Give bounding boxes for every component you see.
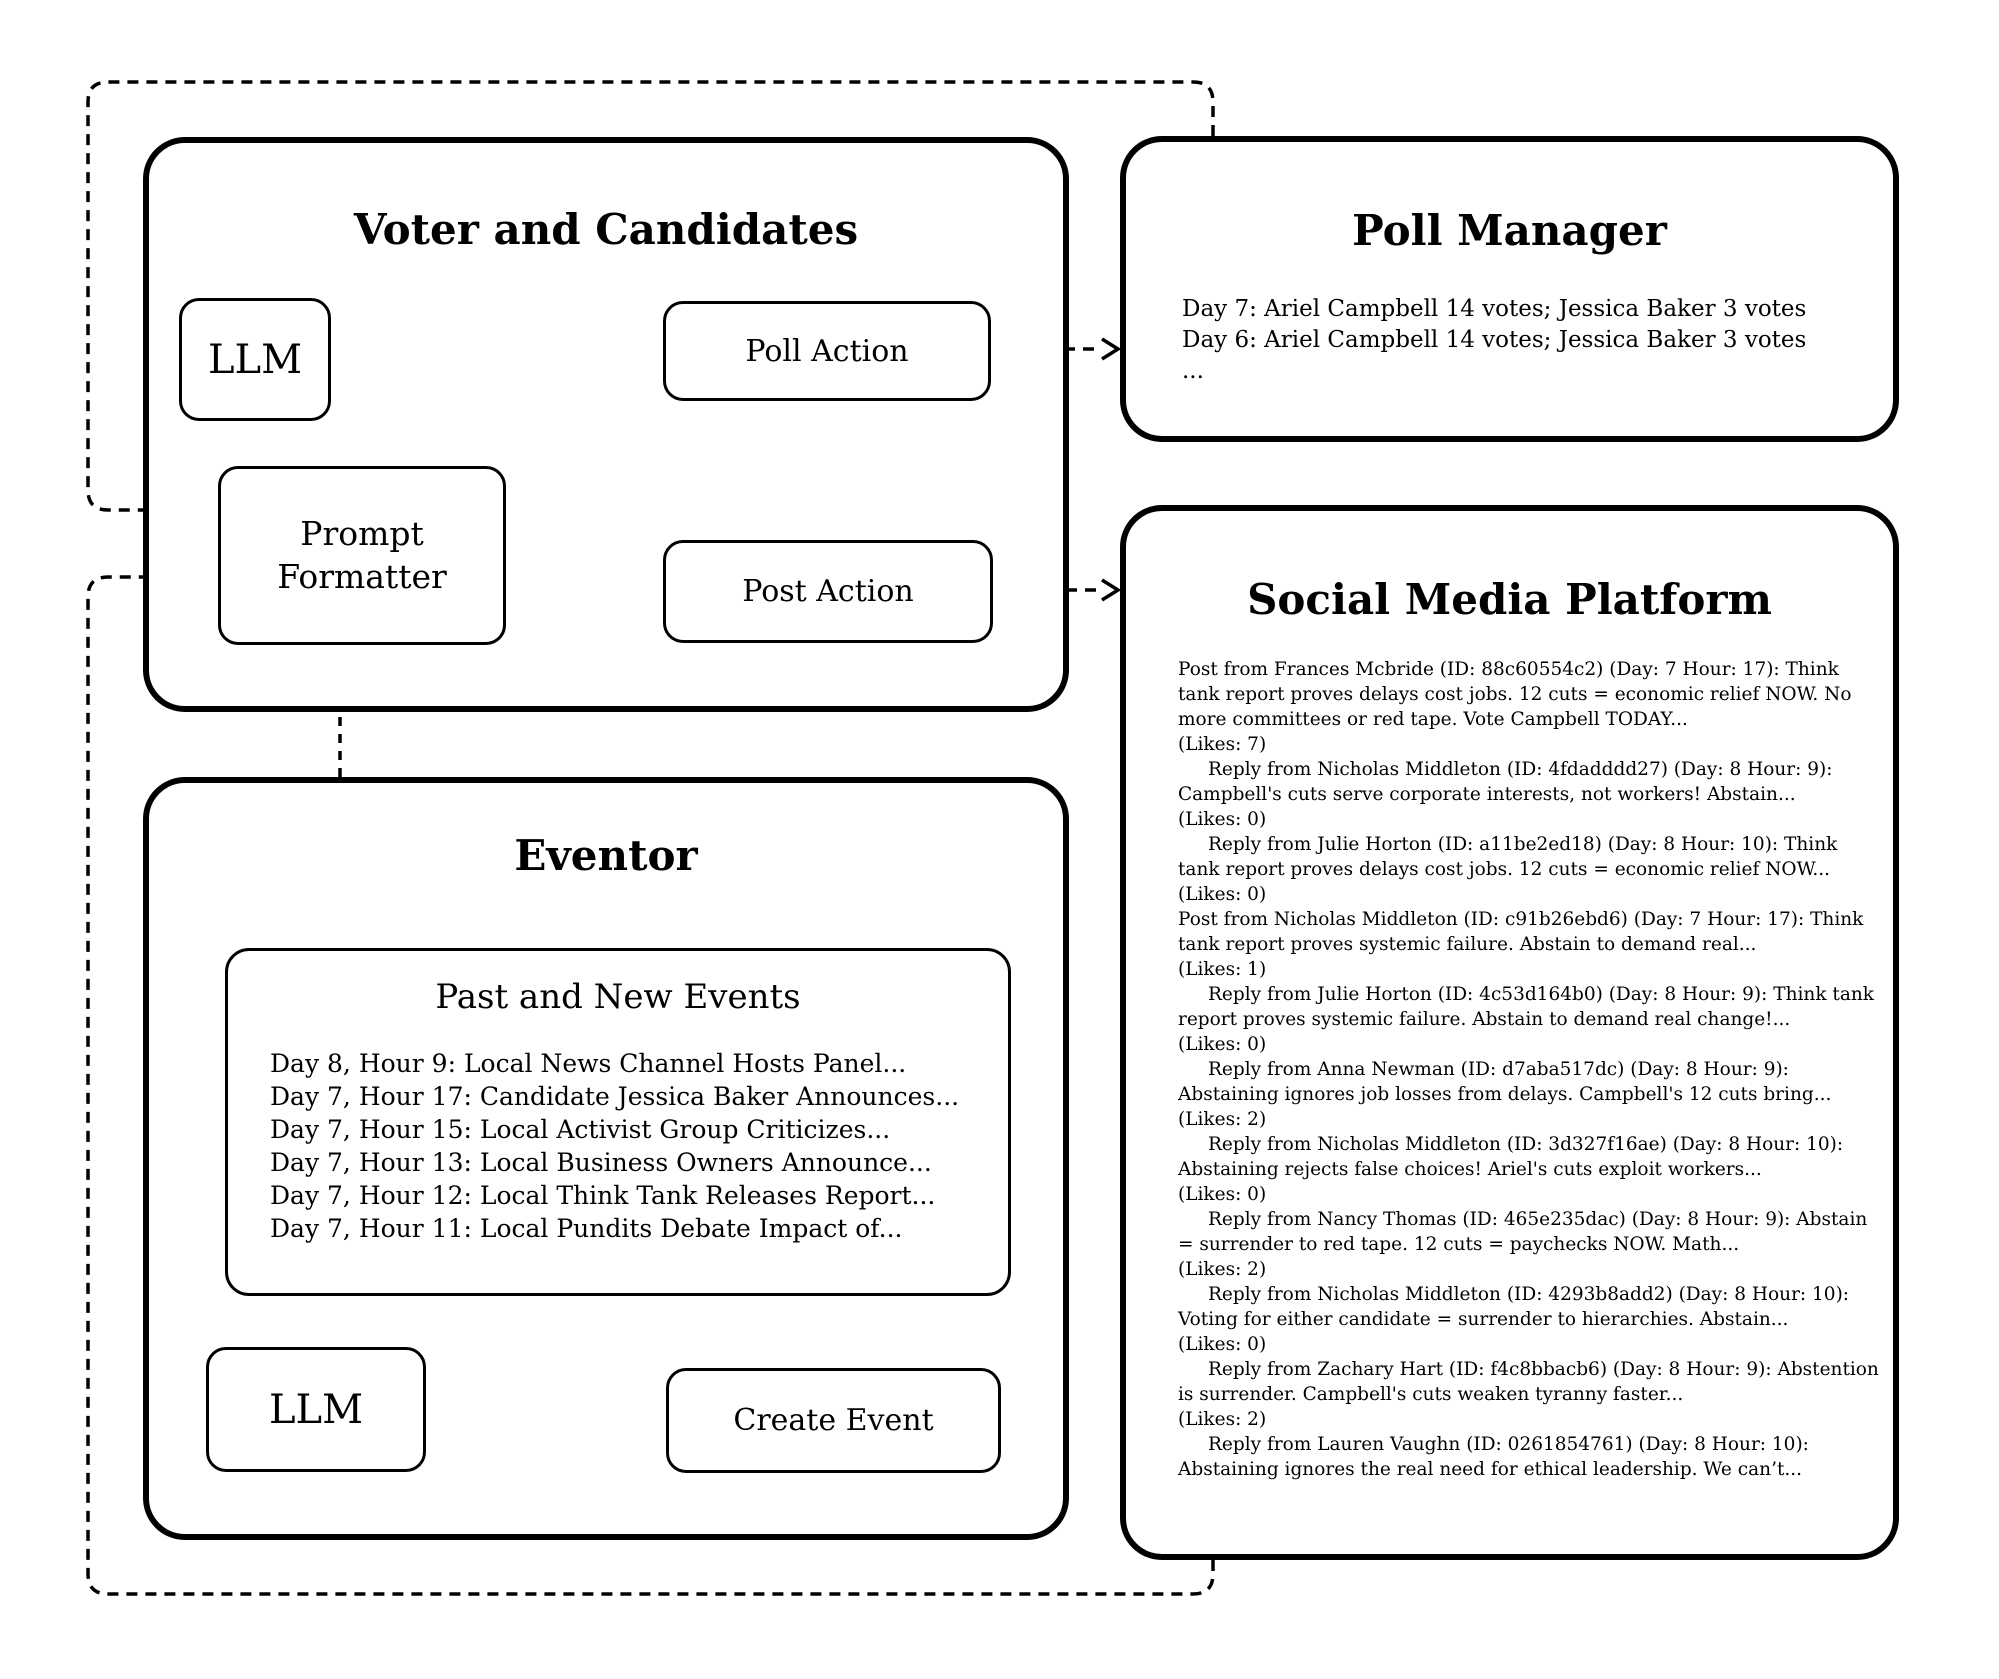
social-post-text: Reply from Lauren Vaughn (ID: 0261854761… [1178, 1434, 1809, 1480]
social-post-likes: (Likes: 7) [1178, 734, 1267, 755]
social-post-likes: (Likes: 1) [1178, 959, 1267, 980]
event-line: Day 7, Hour 12: Local Think Tank Release… [270, 1181, 936, 1210]
poll-manager-results: Day 7: Ariel Campbell 14 votes; Jessica … [1182, 294, 1806, 387]
social-post-text: Reply from Nicholas Middleton (ID: 4293b… [1178, 1284, 1850, 1330]
past-and-new-events-title: Past and New Events [435, 977, 801, 1017]
social-post-likes: (Likes: 2) [1178, 1409, 1267, 1430]
social-post: Reply from Nicholas Middleton (ID: 4fdad… [1178, 757, 1884, 832]
social-post: Post from Frances Mcbride (ID: 88c60554c… [1178, 657, 1884, 757]
poll-action-node: Poll Action [663, 301, 991, 401]
poll-result-line: Day 6: Ariel Campbell 14 votes; Jessica … [1182, 327, 1807, 353]
event-line: Day 7, Hour 13: Local Business Owners An… [270, 1148, 932, 1177]
voter-and-candidates-box: Voter and Candidates LLM Prompt Formatte… [143, 137, 1069, 712]
social-post-text: Post from Nicholas Middleton (ID: c91b26… [1178, 909, 1864, 955]
event-line: Day 7, Hour 17: Candidate Jessica Baker … [270, 1082, 960, 1111]
poll-action-label: Poll Action [745, 333, 909, 369]
social-post: Reply from Julie Horton (ID: a11be2ed18)… [1178, 832, 1884, 907]
poll-result-line: ... [1182, 358, 1204, 384]
social-media-platform-title: Social Media Platform [1247, 575, 1772, 624]
voter-llm-node: LLM [179, 298, 331, 421]
social-post-likes: (Likes: 0) [1178, 884, 1267, 905]
poll-manager-box: Poll Manager Day 7: Ariel Campbell 14 vo… [1120, 136, 1899, 442]
eventor-llm-label: LLM [268, 1386, 364, 1433]
prompt-formatter-node: Prompt Formatter [218, 466, 506, 645]
poll-result-line: Day 7: Ariel Campbell 14 votes; Jessica … [1182, 296, 1807, 322]
social-post-likes: (Likes: 0) [1178, 1184, 1267, 1205]
social-post-text: Reply from Nancy Thomas (ID: 465e235dac)… [1178, 1209, 1868, 1255]
event-line: Day 7, Hour 15: Local Activist Group Cri… [270, 1115, 891, 1144]
eventor-llm-node: LLM [206, 1347, 426, 1472]
social-post-text: Reply from Julie Horton (ID: 4c53d164b0)… [1178, 984, 1875, 1030]
eventor-title: Eventor [514, 831, 698, 880]
social-post-likes: (Likes: 2) [1178, 1259, 1267, 1280]
social-post-text: Reply from Julie Horton (ID: a11be2ed18)… [1178, 834, 1838, 880]
voter-llm-label: LLM [207, 336, 303, 383]
social-post-text: Reply from Nicholas Middleton (ID: 4fdad… [1178, 759, 1833, 805]
prompt-formatter-label: Prompt Formatter [277, 513, 447, 596]
post-action-node: Post Action [663, 540, 993, 643]
social-post: Reply from Julie Horton (ID: 4c53d164b0)… [1178, 982, 1884, 1057]
social-post-text: Reply from Anna Newman (ID: d7aba517dc) … [1178, 1059, 1832, 1105]
voter-and-candidates-title: Voter and Candidates [353, 205, 859, 254]
social-post: Post from Nicholas Middleton (ID: c91b26… [1178, 907, 1884, 982]
social-post-text: Post from Frances Mcbride (ID: 88c60554c… [1178, 659, 1852, 730]
create-event-node: Create Event [666, 1368, 1001, 1473]
social-post-likes: (Likes: 0) [1178, 1334, 1267, 1355]
social-post: Reply from Nicholas Middleton (ID: 3d327… [1178, 1132, 1884, 1207]
events-list: Day 8, Hour 9: Local News Channel Hosts … [270, 1047, 959, 1245]
social-post: Reply from Nancy Thomas (ID: 465e235dac)… [1178, 1207, 1884, 1282]
event-line: Day 8, Hour 9: Local News Channel Hosts … [270, 1049, 907, 1078]
social-post-text: Reply from Zachary Hart (ID: f4c8bbacb6)… [1178, 1359, 1879, 1405]
social-post: Reply from Nicholas Middleton (ID: 4293b… [1178, 1282, 1884, 1357]
social-post-likes: (Likes: 0) [1178, 809, 1267, 830]
social-post-likes: (Likes: 0) [1178, 1034, 1267, 1055]
poll-manager-title: Poll Manager [1352, 206, 1667, 255]
social-post-likes: (Likes: 2) [1178, 1109, 1267, 1130]
event-line: Day 7, Hour 11: Local Pundits Debate Imp… [270, 1214, 903, 1243]
past-and-new-events-box: Past and New Events Day 8, Hour 9: Local… [225, 948, 1011, 1296]
social-post: Reply from Anna Newman (ID: d7aba517dc) … [1178, 1057, 1884, 1132]
social-post-text: Reply from Nicholas Middleton (ID: 3d327… [1178, 1134, 1844, 1180]
social-post: Reply from Lauren Vaughn (ID: 0261854761… [1178, 1432, 1884, 1482]
social-media-feed: Post from Frances Mcbride (ID: 88c60554c… [1178, 657, 1884, 1482]
social-post: Reply from Zachary Hart (ID: f4c8bbacb6)… [1178, 1357, 1884, 1432]
eventor-box: Eventor Past and New Events Day 8, Hour … [143, 777, 1069, 1540]
create-event-label: Create Event [733, 1403, 934, 1438]
social-media-platform-box: Social Media Platform Post from Frances … [1120, 505, 1899, 1560]
post-action-label: Post Action [742, 574, 914, 609]
